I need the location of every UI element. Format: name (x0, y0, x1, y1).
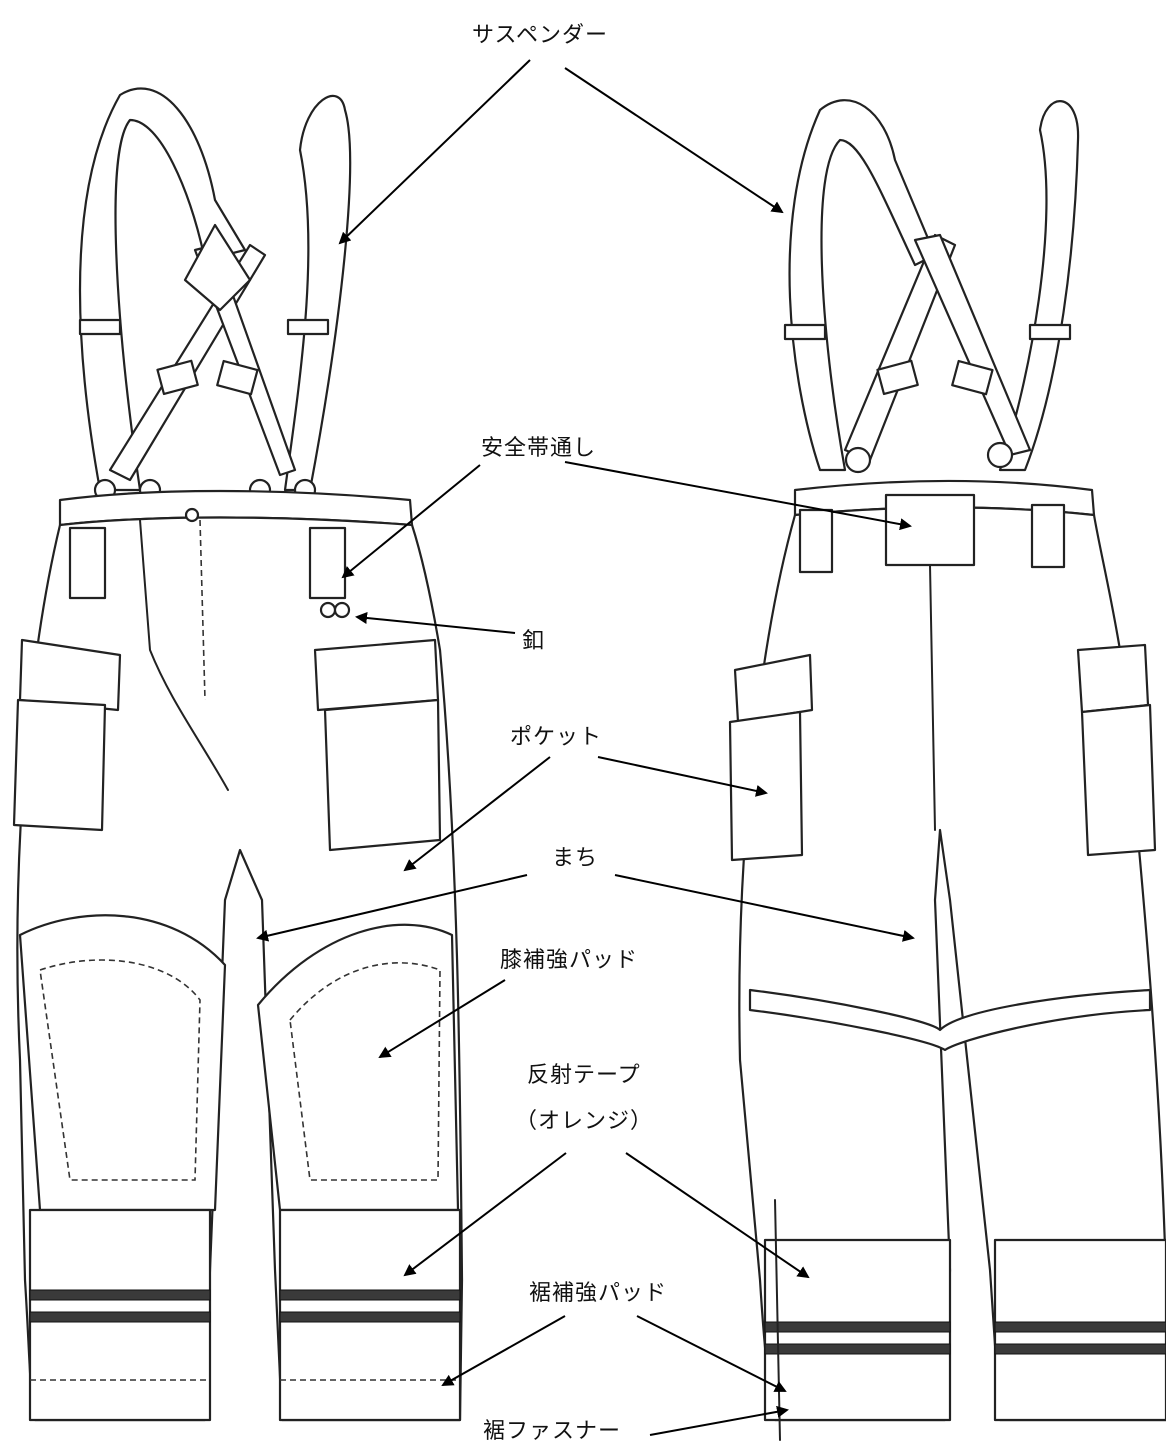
label-hem-fastener: 裾ファスナー (483, 1419, 622, 1444)
back-view (728, 99, 1166, 1441)
back-suspenders (783, 99, 1080, 474)
label-hook: 釦 (522, 629, 546, 654)
label-reflective-tape-color: （オレンジ） (515, 1109, 654, 1134)
label-knee-pad: 膝補強パッド (500, 948, 639, 973)
label-pocket: ポケット (510, 725, 603, 750)
back-pants-body (738, 506, 1166, 1422)
front-view (12, 87, 464, 1422)
front-suspenders (78, 87, 352, 502)
leader-arrows (256, 59, 915, 1436)
label-belt-loop: 安全帯通し (481, 436, 597, 461)
label-gusset: まち (552, 846, 599, 871)
label-reflective-tape: 反射テープ (527, 1063, 641, 1088)
label-suspender: サスペンダー (472, 23, 609, 48)
label-hem-pad: 裾補強パッド (529, 1281, 668, 1306)
